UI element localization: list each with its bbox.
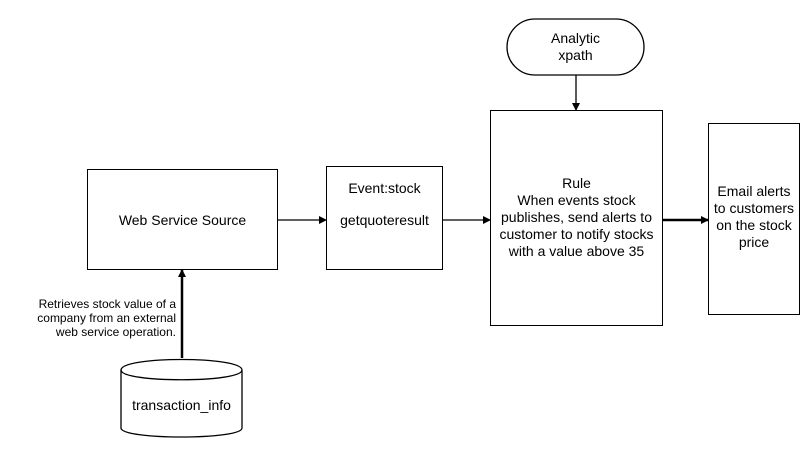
- email-alerts-line-1: Email alerts: [717, 183, 791, 199]
- datastore-label: transaction_info: [132, 397, 231, 413]
- rule-line-4: with a value above 35: [508, 243, 645, 259]
- event-box[interactable]: [326, 166, 443, 270]
- email-alerts-box[interactable]: [708, 123, 800, 315]
- event-line-2: getquoteresult: [340, 212, 429, 228]
- analytic-line-1: Analytic: [550, 30, 601, 46]
- email-alerts-line-4: price: [738, 234, 770, 250]
- rule-line-3: customer to notify stocks: [499, 226, 654, 242]
- email-alerts-text: Email alerts to customers on the stock p…: [708, 183, 800, 251]
- source-note: Retrieves stock value of a company from …: [10, 297, 176, 339]
- rule-line-2: publishes, send alerts to: [501, 209, 652, 225]
- event-line-1: Event:stock: [348, 180, 421, 196]
- email-alerts-line-2: to customers: [713, 200, 795, 216]
- email-alerts-line-3: on the stock: [716, 217, 792, 233]
- source-note-line-3: web service operation.: [55, 325, 176, 339]
- rule-text: Rule When events stock publishes, send a…: [490, 175, 663, 260]
- rule-line-1: When events stock: [517, 192, 636, 208]
- datastore-cylinder-rim: [120, 369, 243, 381]
- source-note-line-2: company from an external: [37, 311, 176, 325]
- rule-title: Rule: [562, 175, 591, 191]
- web-service-source-box[interactable]: [87, 169, 278, 270]
- web-service-source-label: Web Service Source: [118, 212, 247, 228]
- analytic-line-2: xpath: [558, 47, 593, 63]
- analytic-label: Analytic xpath: [507, 30, 644, 64]
- rule-box[interactable]: [490, 110, 663, 326]
- source-note-line-1: Retrieves stock value of a: [38, 297, 176, 311]
